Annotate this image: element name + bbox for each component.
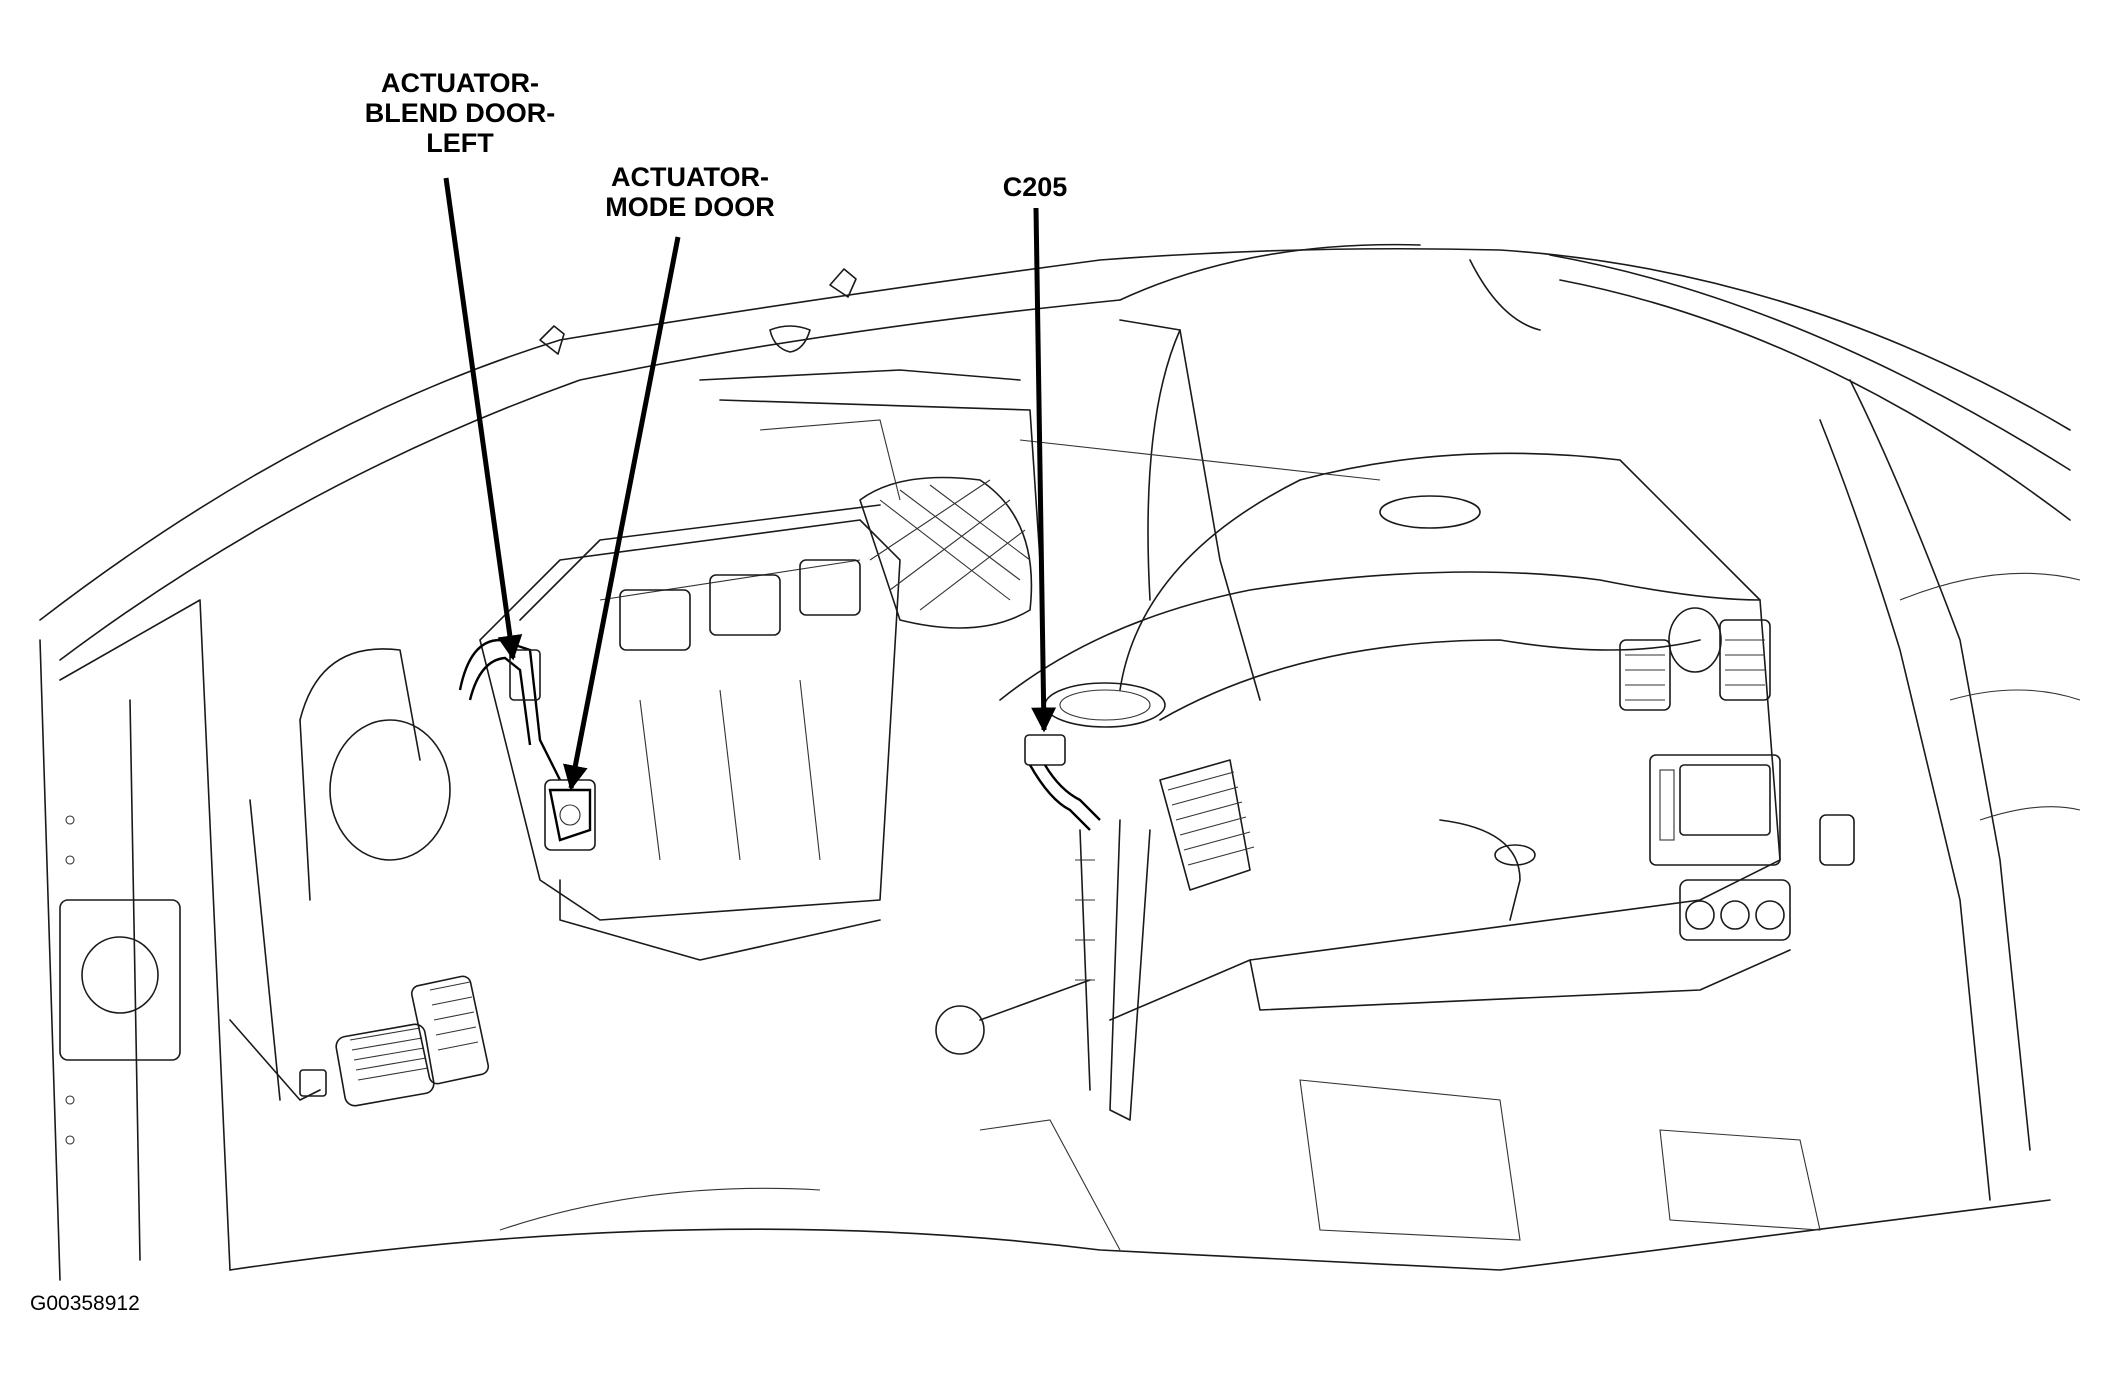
figure-id: G00358912 <box>30 1292 140 1315</box>
cowl-clips <box>539 268 857 355</box>
callout-actuator-mode-door: ACTUATOR- MODE DOOR <box>580 162 800 222</box>
steering-and-pedals <box>229 648 490 1107</box>
leader-mode-door <box>563 236 681 791</box>
callout-line: BLEND DOOR- <box>364 98 556 128</box>
c205-connector <box>1024 734 1101 1091</box>
leader-lines <box>443 177 1057 791</box>
callout-c205: C205 <box>990 172 1080 202</box>
mode-door-actuator <box>544 779 596 851</box>
callout-line: LEFT <box>426 128 494 158</box>
instrument-panel <box>935 452 1855 1121</box>
callout-line: MODE DOOR <box>605 192 775 222</box>
vehicle-body-shell <box>39 243 2081 1281</box>
hvac-module <box>479 369 1381 961</box>
callout-line: C205 <box>1002 172 1068 202</box>
leader-c205 <box>1031 207 1057 733</box>
callout-line: ACTUATOR- <box>611 162 769 192</box>
callout-line: ACTUATOR- <box>381 68 539 98</box>
callout-actuator-blend-door-left: ACTUATOR- BLEND DOOR- LEFT <box>330 68 590 158</box>
leader-blend-door <box>443 177 523 661</box>
